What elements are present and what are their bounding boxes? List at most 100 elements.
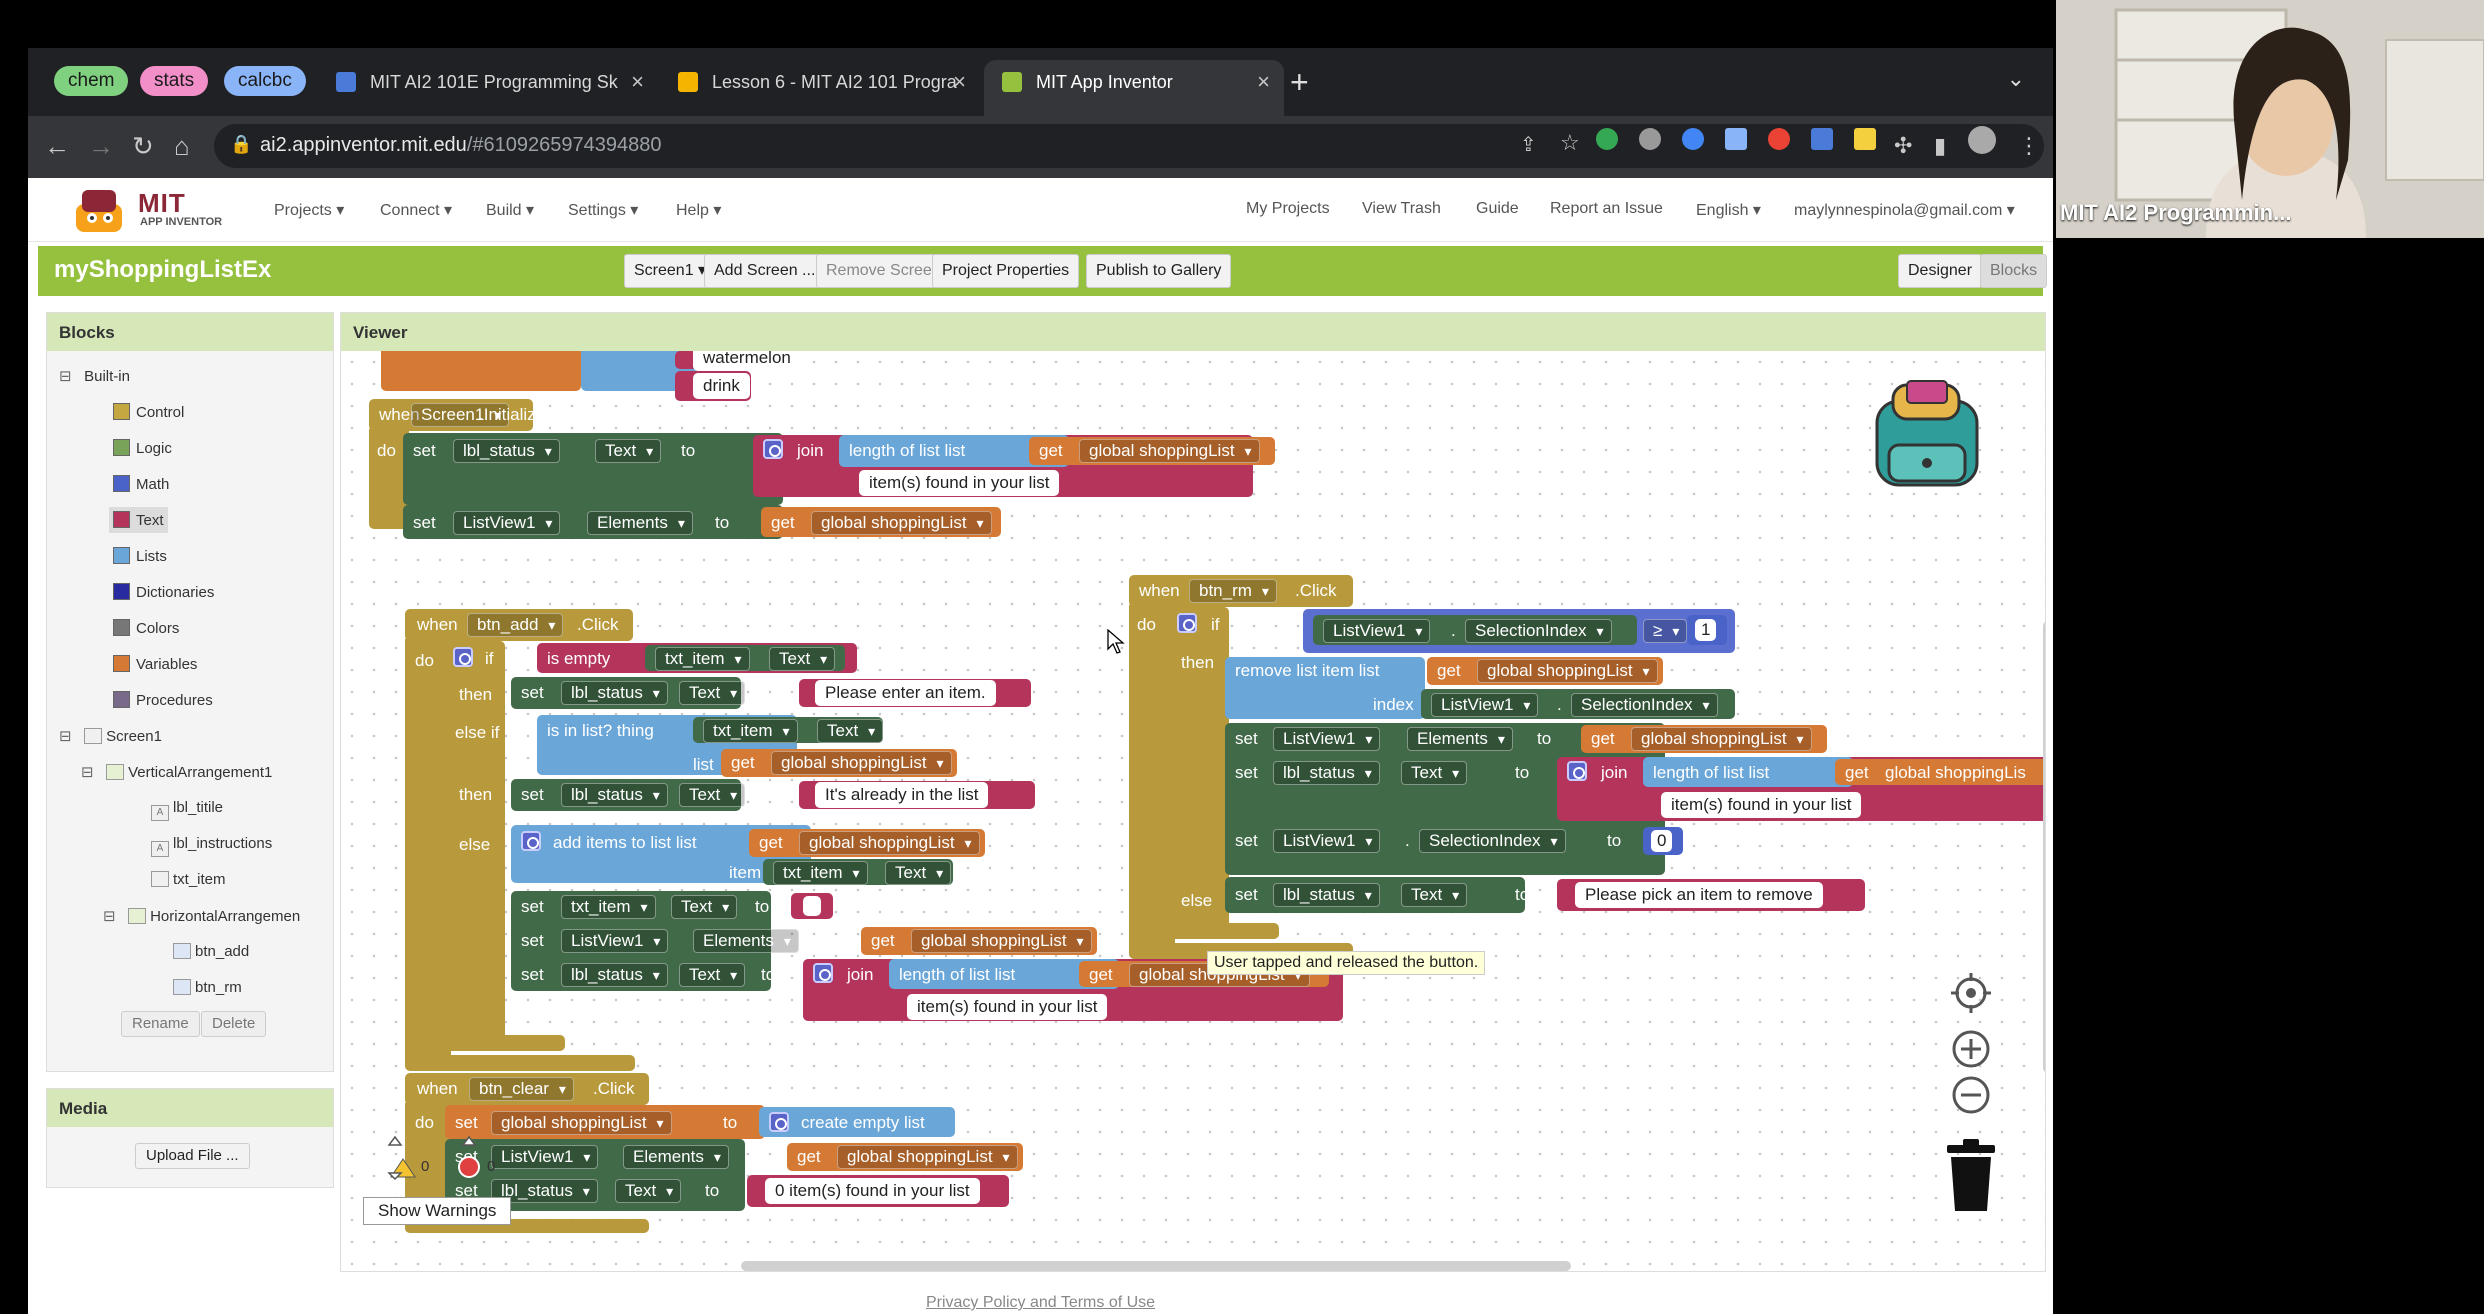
text-value-empty[interactable] [803,896,821,916]
tab-group-stats[interactable]: stats [140,66,209,96]
mutator-gear-icon[interactable] [453,647,473,667]
length-of-list-block[interactable] [1643,757,1853,787]
upload-file-button[interactable]: Upload File ... [135,1143,250,1169]
get-global-block[interactable] [1835,759,2045,785]
dropdown-elements-property[interactable]: Elements [1407,727,1513,751]
builtin-tree-node[interactable]: ⊟ Built-in [59,367,130,385]
link-my-projects[interactable]: My Projects [1246,200,1330,217]
extension-icon[interactable] [1682,128,1704,150]
horizontal-scrollbar[interactable] [741,1261,1571,1271]
dropdown-text-property[interactable]: Text [595,439,662,463]
backpack-icon[interactable] [1863,375,1993,495]
dropdown-lbl-status[interactable]: lbl_status [1273,883,1380,907]
side-panel-icon[interactable]: ▮ [1934,133,1947,158]
show-warnings-button[interactable]: Show Warnings [363,1197,512,1225]
screen-selector[interactable]: Screen1 ▾ [624,254,717,288]
drawer-control[interactable]: Control [113,403,184,421]
blocks-button[interactable]: Blocks [1980,254,2048,288]
dropdown-lbl-status[interactable]: lbl_status [491,1179,598,1203]
tab-group-chem[interactable]: chem [54,66,129,96]
dropdown-text-property[interactable]: Text [671,895,738,919]
tab-lesson-6[interactable]: Lesson 6 - MIT AI2 101 Progra × [660,60,980,116]
dropdown-listview1[interactable]: ListView1 [1323,619,1431,643]
if-else-block[interactable] [445,641,505,1045]
drawer-lists[interactable]: Lists [113,547,167,565]
drawer-colors[interactable]: Colors [113,619,179,637]
dropdown-listview1[interactable]: ListView1 [1431,693,1539,717]
link-report-issue[interactable]: Report an Issue [1550,200,1663,217]
dropdown-global-shoppinglist[interactable]: global shoppingList [491,1111,672,1135]
dropdown-elements-property[interactable]: Elements [693,929,799,953]
text-value-pick-item[interactable]: Please pick an item to remove [1575,882,1823,908]
dropdown-btn-clear[interactable]: btn_clear [469,1077,574,1101]
privacy-policy-link[interactable]: Privacy Policy and Terms of Use [925,1294,1156,1311]
dropdown-global-shoppinglist[interactable]: global shoppingList [1079,439,1260,463]
zoom-in-icon[interactable] [1951,1029,1991,1069]
menu-account[interactable]: maylynnespinola@gmail.com ▾ [1794,202,2015,219]
dropdown-text-property[interactable]: Text [885,861,952,885]
dropdown-lbl-status[interactable]: lbl_status [561,963,668,987]
mutator-gear-icon[interactable] [521,831,541,851]
drawer-variables[interactable]: Variables [113,655,197,673]
text-value-zero-found[interactable]: 0 item(s) found in your list [765,1178,980,1204]
dropdown-btn-add[interactable]: btn_add [467,613,564,637]
link-view-trash[interactable]: View Trash [1362,200,1441,217]
menu-language[interactable]: English ▾ [1696,202,1761,219]
publish-to-gallery-button[interactable]: Publish to Gallery [1086,254,1232,288]
dropdown-text-property[interactable]: Text [1401,761,1468,785]
menu-help[interactable]: Help ▾ [676,202,722,219]
menu-projects[interactable]: Projects ▾ [274,202,345,219]
dropdown-text-property[interactable]: Text [817,719,884,743]
more-menu-icon[interactable]: ⋮ [2018,133,2040,158]
new-tab-icon[interactable]: + [1290,64,1309,100]
add-screen-button[interactable]: Add Screen ... [704,254,826,288]
delete-button[interactable]: Delete [201,1011,267,1037]
dropdown-global-shoppinglist[interactable]: global shoppingList [1631,727,1812,751]
project-properties-button[interactable]: Project Properties [932,254,1080,288]
dropdown-text-property[interactable]: Text [679,963,746,987]
address-bar[interactable]: 🔒 ai2.appinventor.mit.edu/#6109265974394… [214,124,2044,168]
vertical-scrollbar[interactable] [2043,621,2045,1073]
mutator-gear-icon[interactable] [1567,761,1587,781]
dropdown-global-shoppinglist[interactable]: global shoppingList [911,929,1092,953]
dropdown-listview1[interactable]: ListView1 [453,511,561,535]
close-tab-icon[interactable]: × [1257,69,1270,94]
dropdown-lbl-status[interactable]: lbl_status [453,439,560,463]
dropdown-lbl-status[interactable]: lbl_status [1273,761,1380,785]
extension-icon[interactable] [1854,128,1876,150]
menu-settings[interactable]: Settings ▾ [568,202,639,219]
close-tab-icon[interactable]: × [953,69,966,94]
dropdown-lbl-status[interactable]: lbl_status [561,681,668,705]
extension-icon[interactable] [1639,128,1661,150]
forward-icon[interactable]: → [88,131,114,161]
mit-app-inventor-logo[interactable]: MIT APP INVENTOR [70,184,250,236]
rename-button[interactable]: Rename [121,1011,200,1037]
dropdown-text-property[interactable]: Text [679,681,746,705]
tree-vertical-arrangement[interactable]: ⊟ VerticalArrangement1 [81,763,272,781]
drawer-dictionaries[interactable]: Dictionaries [113,583,214,601]
dropdown-selectionindex[interactable]: SelectionIndex [1571,693,1718,717]
warnings-indicator[interactable] [385,1131,485,1185]
dropdown-global-shoppinglist[interactable]: global shoppingList [811,511,992,535]
dropdown-txt-item[interactable]: txt_item [655,647,750,671]
dropdown-text-property[interactable]: Text [1401,883,1468,907]
tab-ai2-programming[interactable]: MIT AI2 101E Programming Sk × [318,60,658,116]
dropdown-screen1[interactable]: Screen1 [411,403,510,427]
dropdown-txt-item[interactable]: txt_item [703,719,798,743]
dropdown-lbl-status[interactable]: lbl_status [561,783,668,807]
dropdown-txt-item[interactable]: txt_item [773,861,868,885]
dropdown-elements-property[interactable]: Elements [623,1145,729,1169]
global-init-block-tail[interactable] [381,351,581,391]
collapse-icon[interactable]: ⊟ [81,764,94,781]
text-value-drink[interactable]: drink [693,373,750,399]
mutator-gear-icon[interactable] [763,439,783,459]
number-value-zero[interactable]: 0 [1651,830,1673,852]
grammarly-extension-icon[interactable] [1596,128,1618,150]
dropdown-global-shoppinglist[interactable]: global shoppingList [799,831,980,855]
tree-horizontal-arrangement[interactable]: ⊟ HorizontalArrangemen [103,907,300,925]
collapse-icon[interactable]: ⊟ [103,908,116,925]
text-value-found[interactable]: item(s) found in your list [1661,792,1862,818]
dropdown-listview1[interactable]: ListView1 [1273,727,1381,751]
drawer-text[interactable]: Text [109,507,168,533]
